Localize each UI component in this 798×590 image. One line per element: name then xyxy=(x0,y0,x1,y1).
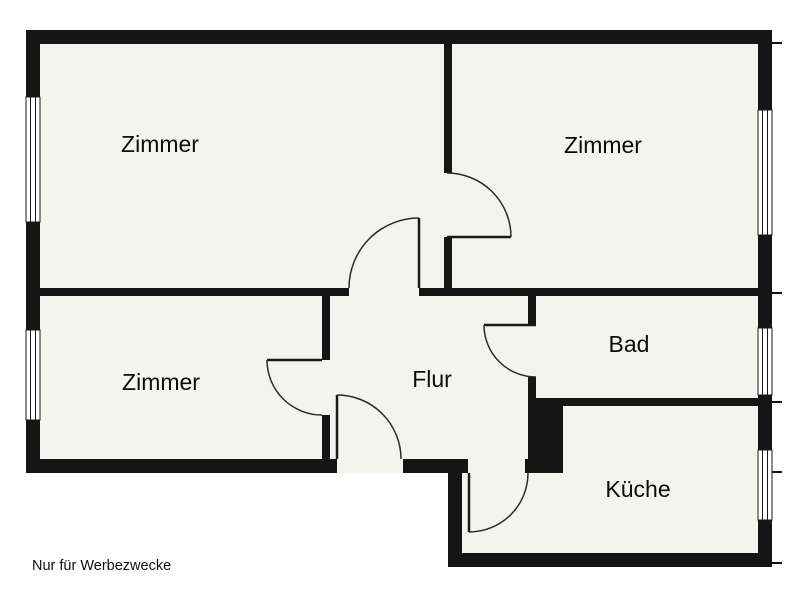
wall-between-top-rooms-upper xyxy=(444,44,452,173)
windows xyxy=(25,96,773,521)
door-swing-arc xyxy=(468,472,529,533)
door-swing-arc xyxy=(348,217,420,289)
window-frame xyxy=(25,329,41,421)
door-swing-arc xyxy=(446,172,512,238)
room-label-bad: Bad xyxy=(609,331,650,357)
room-label-zimmer-top-left: Zimmer xyxy=(121,131,199,157)
wall-pier-flur-kueche xyxy=(528,398,563,473)
dimension-ticks xyxy=(772,42,782,564)
room-label-kueche: Küche xyxy=(605,476,670,502)
wall-outer-left-2 xyxy=(26,222,40,330)
footer-disclaimer: Nur für Werbezwecke xyxy=(32,558,171,574)
wall-flur-bad-upper xyxy=(528,296,536,325)
wall-bad-kueche-divider xyxy=(536,398,758,406)
wall-outer-kitchen-left xyxy=(448,459,462,567)
wall-zimmer3-flur-lower xyxy=(322,415,330,459)
interior-kitchen-wing xyxy=(448,398,758,561)
wall-outer-right-3 xyxy=(758,395,772,450)
wall-middle-divider-right xyxy=(419,288,758,296)
room-label-zimmer-bottom-left: Zimmer xyxy=(122,369,200,395)
window-zimmer-bottom-left xyxy=(25,329,41,421)
wall-outer-right-1 xyxy=(758,30,772,110)
window-bad xyxy=(757,327,773,396)
wall-outer-top xyxy=(26,30,772,44)
door-kueche xyxy=(467,472,529,533)
apartment-interior xyxy=(26,30,772,561)
window-kueche xyxy=(757,449,773,521)
room-label-zimmer-top-right: Zimmer xyxy=(564,132,642,158)
door-swing-arc xyxy=(483,324,537,378)
window-zimmer-top-left xyxy=(25,96,41,223)
wall-outer-left-1 xyxy=(26,30,40,97)
door-zimmer-top-left xyxy=(348,217,421,289)
interior-walls xyxy=(40,44,758,473)
door-entry xyxy=(335,394,402,460)
wall-flur-bad-lower xyxy=(528,377,536,402)
door-zimmer-bottom-left xyxy=(266,358,323,416)
window-frame xyxy=(25,96,41,223)
wall-outer-bottom-left xyxy=(26,459,337,473)
room-label-flur: Flur xyxy=(412,366,452,392)
window-frame xyxy=(757,327,773,396)
door-swing-arc xyxy=(266,359,323,416)
door-swing-arc xyxy=(336,394,402,460)
wall-outer-right-2 xyxy=(758,235,772,328)
wall-zimmer3-flur-upper xyxy=(322,296,330,360)
door-bad xyxy=(483,323,537,378)
window-frame xyxy=(757,449,773,521)
wall-between-top-rooms-lower xyxy=(444,237,452,296)
wall-outer-bottom-kitchen xyxy=(448,553,772,567)
window-zimmer-top-right xyxy=(757,109,773,236)
wall-middle-divider-left xyxy=(40,288,349,296)
door-zimmer-top-right xyxy=(446,172,512,239)
window-frame xyxy=(757,109,773,236)
doors xyxy=(266,172,537,533)
room-labels: Zimmer Zimmer Zimmer Flur Bad Küche xyxy=(121,131,671,502)
